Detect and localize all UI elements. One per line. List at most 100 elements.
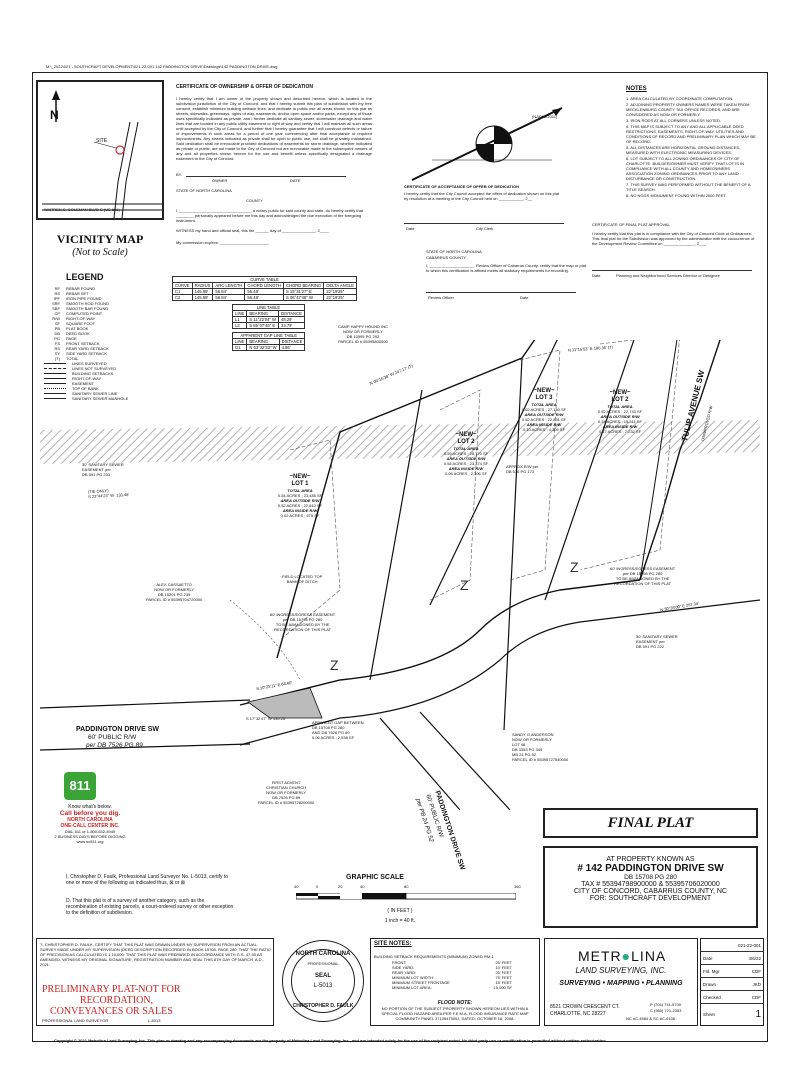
note-item: 6. LOT SUBJECT TO ALL ZONING ORDINANCES …: [626, 156, 745, 181]
prop-l3: DB 15708 PG 280: [624, 874, 677, 881]
scale-bar: [296, 893, 516, 900]
legend-line-item: BUILDING SETBACKS: [44, 371, 164, 376]
prop-l4: TAX # 55394798900000 & 55395706020000: [581, 881, 720, 888]
note-item: 1. AREA CALCULATED BY COORDINATE COMPUTA…: [626, 96, 734, 101]
surveyor-cert-2: D. That this plat is of a survey of anot…: [66, 898, 234, 916]
site-notes-heading: BUILDING SETBACK REQUIREMENTS (MINIMUM) …: [374, 954, 494, 959]
flood-title: FLOOD NOTE:: [437, 1000, 473, 1006]
legend-line-item: EASEMENT: [44, 381, 164, 386]
sewer-easement-left: 30' SANITARY SEWER EASEMENT per DB 591 P…: [82, 462, 124, 477]
alex-label: ALEX CASSAETTO NOW OR FORMERLY DB 15201 …: [146, 582, 203, 602]
faulk-box: [36, 938, 274, 1026]
nc811-badge: 811: [64, 772, 96, 800]
witness-text: WITNESS my hand and official seal, this …: [176, 228, 329, 233]
company-name: METR●LINA: [578, 948, 666, 964]
info-fm: Fld. Mgr.CDF: [701, 965, 763, 978]
notes-title: NOTES: [626, 86, 647, 92]
vicinity-subtitle: (Not to Scale): [72, 247, 128, 258]
company-sub: LAND SURVEYING, INC.: [575, 966, 667, 975]
company-name-1: METR: [578, 948, 622, 964]
table-header: CURVE: [172, 282, 193, 289]
note-item: 4. THIS MAP IS SUBJECT TO ANY AND ALL AP…: [626, 124, 756, 144]
file-path: M:\_2022\021 - SOUTHCRAFT DEVELOPMENT\02…: [46, 64, 278, 69]
seal-mid1: SEAL: [314, 973, 331, 979]
company-phone: P (704) 741-5700: [650, 1002, 682, 1007]
site-note-row: FRONT:25' FEET: [392, 960, 512, 965]
prop-l1: AT PROPERTY KNOWN AS: [606, 856, 695, 863]
note-item: 7. THIS SURVEY WAS PERFORMED WITHOUT THE…: [626, 182, 751, 192]
seal-top: NORTH CAROLINA: [295, 951, 351, 957]
lot-line: [429, 340, 558, 606]
cert-by: BY:: [176, 172, 183, 177]
gap-note: APPARENT GAP BETWEEN DB 15708 PG 280 AND…: [312, 720, 364, 740]
table-header: DISTANCE: [278, 310, 305, 317]
boundary-right: [639, 340, 721, 581]
table-header: CHORD BEARING: [282, 282, 325, 289]
company-cell: C (980) 721-2353: [650, 1008, 682, 1013]
nc811-line7: www.nc811.org: [76, 839, 104, 844]
table-header: CHORD LENGTH: [244, 282, 284, 289]
final-cert-date: Date: [592, 273, 601, 278]
north-label: N: [50, 108, 59, 122]
nc811-line4: ONE-CALL CENTER INC.: [60, 823, 120, 829]
seal-circle: NORTH CAROLINA PROFESSIONAL SEAL L-5013 …: [282, 940, 364, 1022]
scale-tick: 40: [294, 884, 299, 889]
review-county: CABARRUS COUNTY: [426, 255, 467, 260]
review-body: I, ____________________, Review Officer …: [426, 263, 586, 273]
final-cert-signer: Planning and Neighborhood Services Direc…: [616, 273, 720, 278]
scale-title: GRAPHIC SCALE: [346, 874, 404, 881]
scale-tick: 40: [360, 884, 365, 889]
company-globe-icon: ●: [621, 948, 632, 964]
ingress-label-2: 60' INGRESS/EGRESS EASEMENT per DB 15708…: [610, 566, 676, 586]
site-notes-title: SITE NOTES:: [374, 941, 412, 947]
camp-happy-label: CAMP HAPPY HOUND INC NOW OR FORMERLY DB …: [338, 324, 388, 344]
legend-item: (T)TOTAL: [54, 356, 79, 361]
site-label: SITE: [96, 138, 108, 144]
notes-list: 1. AREA CALCULATED BY COORDINATE COMPUTA…: [626, 96, 756, 199]
final-cert-title: CERTIFICATE OF FINAL PLAT APPROVAL: [592, 222, 670, 227]
prop-l2: # 142 PADDINGTON DRIVE SW: [577, 863, 724, 874]
cert-owner: OWNER: [212, 178, 228, 183]
info-job: 021-22-001: [701, 939, 763, 952]
approx-rw-label: APPROX R/W per DB 576 PG 173: [506, 464, 539, 474]
seal-mid2: L-5013: [313, 983, 333, 989]
cert-county: COUNTY: [246, 198, 263, 203]
cert-state: STATE OF NORTH CAROLINA: [176, 188, 232, 193]
faulk-statement: "I, CHRISTOPHER D. FAULK, CERTIFY THAT T…: [40, 942, 271, 967]
review-officer: Review Officer: [428, 295, 454, 300]
note-item: 2. ADJOINING PROPERTY OWNERS NAMES WERE …: [626, 102, 750, 117]
road-main-label: PADDINGTON DRIVE SW: [76, 726, 159, 733]
cert-acceptance-body: I hereby certify that the City Council a…: [404, 191, 560, 201]
lot-line: [544, 340, 635, 601]
prelim-l3: CONVEYANCES OR SALES: [50, 1006, 173, 1017]
sewer-easement-right: 30' SANITARY SEWER EASEMENT per DB 591 P…: [636, 634, 678, 649]
table-header: RADIUS: [191, 282, 214, 289]
plat-drawing: Z Z Z: [40, 340, 760, 810]
road-curve-upper: [239, 579, 641, 706]
cert-ownership-title: CERTIFICATE OF OWNERSHIP & OFFER OF DEDI…: [176, 84, 313, 90]
vicinity-title: VICINITY MAP: [56, 232, 144, 246]
copyright: Copyright © 2021 Metrolina Land Surveyin…: [54, 1038, 607, 1043]
company-services: SURVEYING • MAPPING • PLANNING: [559, 980, 683, 987]
cert-date: DATE: [290, 178, 301, 183]
review-date: Date: [520, 295, 529, 300]
boundary-top: [276, 340, 536, 659]
note-item: 8. NO NGGS MONUMENT FOUND WITHIN 2000 FE…: [626, 193, 727, 198]
scale-unit: ( IN FEET ): [387, 908, 413, 914]
scale-tick: 160: [514, 884, 521, 889]
acceptance-clerk: City Clerk: [476, 226, 494, 231]
scale-tick: 20: [338, 884, 343, 889]
